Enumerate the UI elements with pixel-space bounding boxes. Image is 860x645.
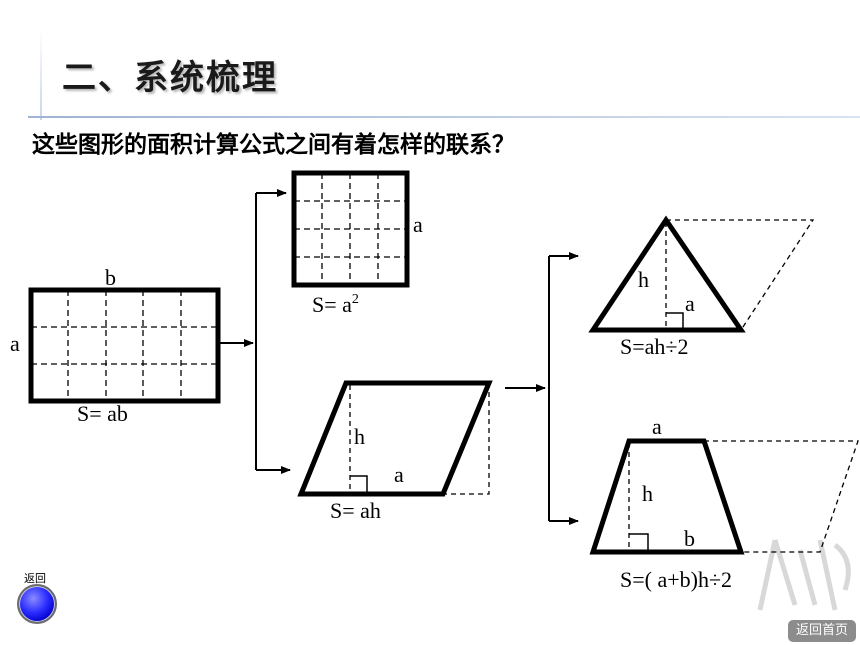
triangle-base-a: a [685, 291, 695, 316]
parallelogram-formula: S= ah [330, 498, 381, 523]
triangle-shape [588, 215, 815, 333]
title-accent-bar [40, 28, 42, 120]
rectangle-shape [28, 287, 221, 404]
trapezoid-bottom-b: b [684, 526, 695, 551]
trapezoid-top-a: a [652, 414, 662, 439]
square-formula: S= a2 [312, 292, 359, 317]
triangle-formula: S=ah÷2 [620, 334, 688, 359]
back-orb-icon [17, 584, 57, 624]
rectangle-side-b: b [105, 265, 116, 290]
parallelogram-shape [297, 380, 493, 497]
square-shape [291, 170, 410, 288]
parallelogram-height-h: h [354, 424, 365, 449]
home-button[interactable]: 返回首页 [788, 620, 856, 642]
square-side-a: a [413, 212, 423, 237]
back-label: 返回 [24, 572, 46, 585]
trapezoid-formula: S=( a+b)h÷2 [620, 567, 732, 592]
rectangle-side-a: a [10, 331, 20, 356]
rectangle-formula: S= ab [77, 401, 128, 426]
parallelogram-connector [505, 252, 579, 525]
trapezoid-shape [589, 438, 859, 555]
back-button[interactable]: 返回 [16, 570, 58, 628]
trapezoid-height-h: h [642, 481, 653, 506]
question-text: 这些图形的面积计算公式之间有着怎样的联系？ [32, 132, 515, 158]
page-title: 二、系统梳理 [62, 58, 278, 98]
triangle-height-h: h [638, 267, 649, 292]
title-divider [28, 116, 860, 118]
rectangle-connector [218, 189, 291, 474]
parallelogram-base-a: a [394, 462, 404, 487]
